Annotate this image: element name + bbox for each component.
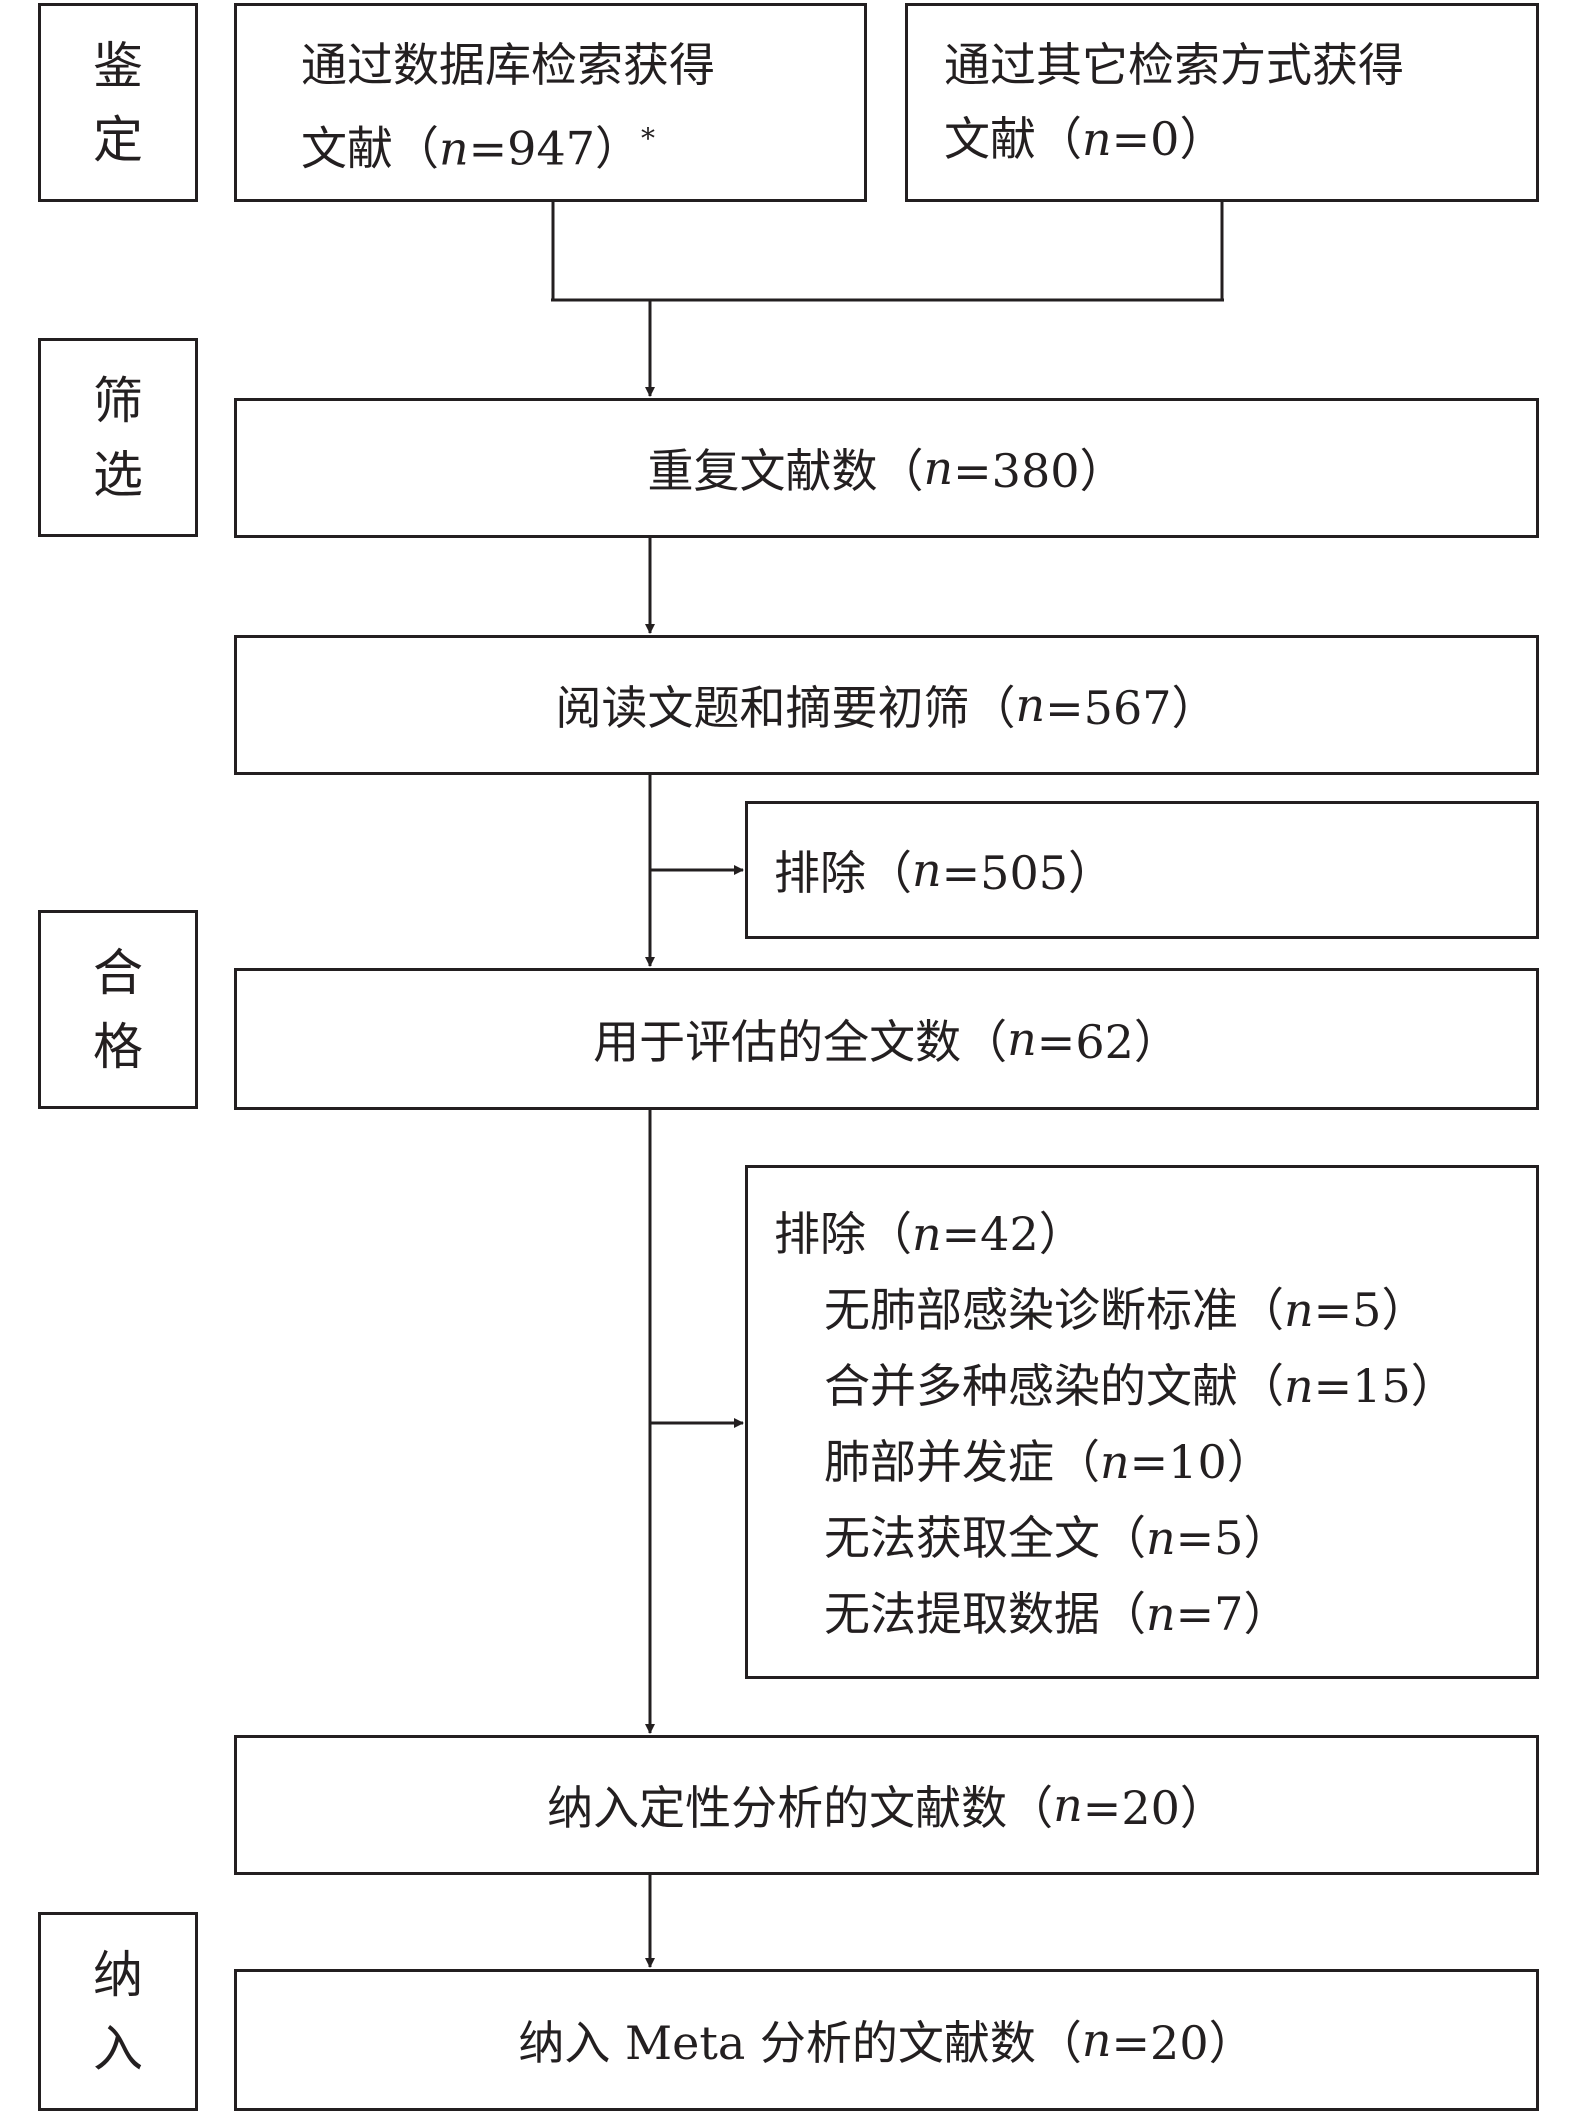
fulltext-assessed-box: 用于评估的全文数（n=62） bbox=[234, 968, 1539, 1110]
excluded-screening-box: 排除（n=505） bbox=[745, 801, 1539, 939]
stage-identification: 鉴 定 bbox=[38, 3, 198, 202]
excluded-total: 排除（n=42） bbox=[774, 1207, 1085, 1261]
stage-eligibility: 合 格 bbox=[38, 910, 198, 1109]
title-abstract-screening-box: 阅读文题和摘要初筛（n=567） bbox=[234, 635, 1539, 775]
footnote-marker: * bbox=[640, 122, 655, 155]
meta-analysis-box: 纳入 Meta 分析的文献数（n=20） bbox=[234, 1969, 1539, 2111]
exclusion-reason: 无肺部感染诊断标准（n=5） bbox=[824, 1283, 1428, 1337]
stage-screening: 筛 选 bbox=[38, 338, 198, 537]
qualitative-analysis-box: 纳入定性分析的文献数（n=20） bbox=[234, 1735, 1539, 1875]
stage-included: 纳 入 bbox=[38, 1912, 198, 2111]
exclusion-reason: 无法提取数据（n=7） bbox=[824, 1587, 1290, 1641]
other-search-box: 通过其它检索方式获得 文献（n=0） bbox=[905, 3, 1539, 202]
database-search-box: 通过数据库检索获得 文献（n=947）* bbox=[234, 3, 867, 202]
excluded-fulltext-box: 排除（n=42） 无肺部感染诊断标准（n=5） 合并多种感染的文献（n=15） … bbox=[745, 1165, 1539, 1679]
duplicates-box: 重复文献数（n=380） bbox=[234, 398, 1539, 538]
exclusion-reason: 合并多种感染的文献（n=15） bbox=[824, 1359, 1457, 1413]
exclusion-reason: 肺部并发症（n=10） bbox=[824, 1435, 1273, 1489]
exclusion-reason: 无法获取全文（n=5） bbox=[824, 1511, 1290, 1565]
